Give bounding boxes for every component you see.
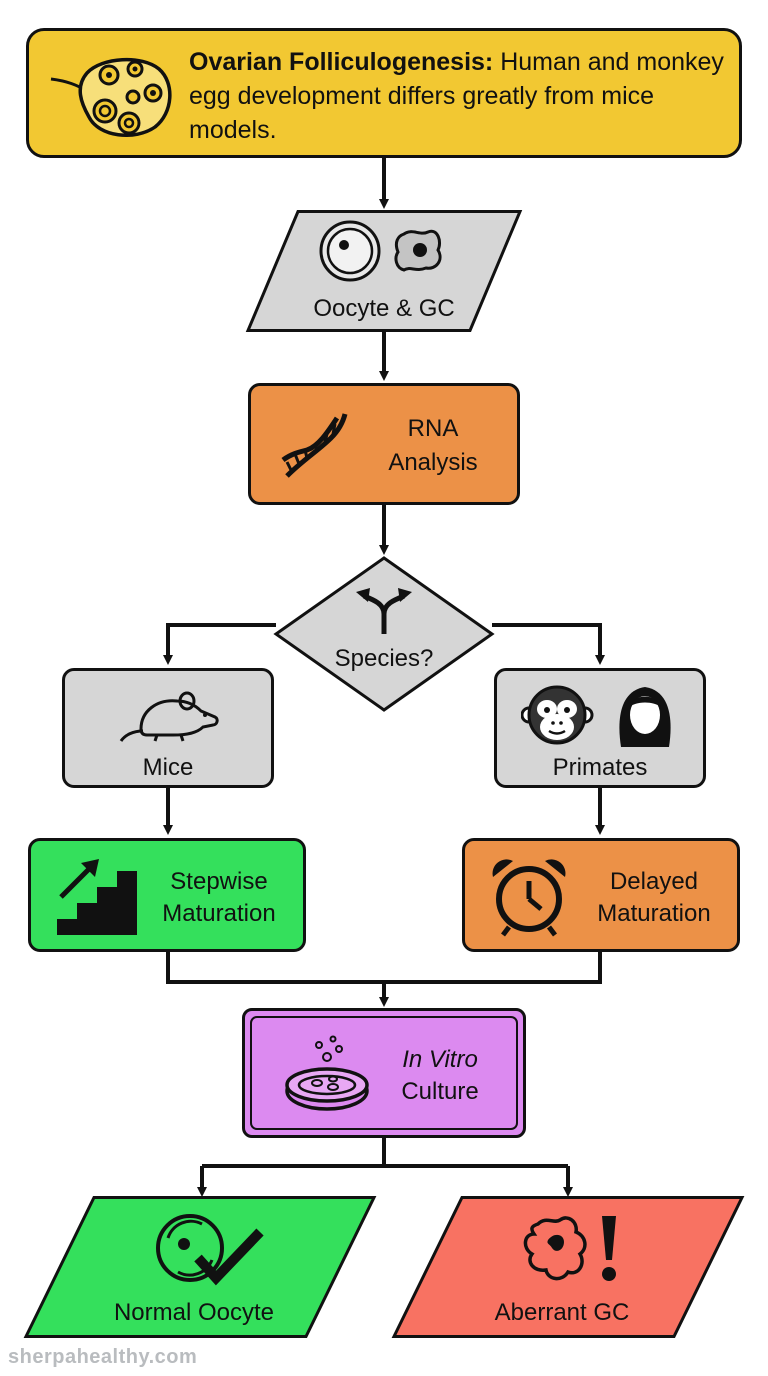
oocyte-check-icon (156, 1214, 264, 1286)
line-stepwise-merge (166, 952, 602, 984)
primates-label: Primates (552, 754, 648, 781)
mice-label: Mice (142, 754, 194, 781)
rna-label-line1: RNA (407, 415, 459, 442)
cell-warning-icon (523, 1216, 616, 1281)
aberrant-gc-label: Aberrant GC (494, 1299, 630, 1326)
stepwise-maturation-node: Stepwise Maturation (28, 838, 306, 952)
follicle-icon (50, 58, 172, 138)
header-description: Human and monkey egg development differs… (189, 48, 724, 144)
species-decision-node: Species? (273, 556, 495, 712)
normal-oocyte-node: Normal Oocyte (23, 1196, 377, 1338)
rna-label-line2: Analysis (388, 449, 478, 476)
oocyte-gc-label: Oocyte & GC (313, 295, 455, 322)
stepwise-label-line2: Maturation (162, 900, 276, 927)
culture-inner-border (250, 1016, 518, 1130)
delayed-label-line2: Maturation (597, 900, 711, 927)
header-box: Ovarian Folliculogenesis: Human and monk… (26, 28, 742, 158)
species-label: Species? (334, 645, 434, 672)
stairs-arrow-icon (57, 859, 137, 935)
monkey-woman-icon (521, 685, 671, 747)
oocyte-gc-shape (245, 210, 523, 332)
arrow-species-to-primates (492, 623, 605, 665)
culture-label-line1: In Vitro (402, 1046, 478, 1073)
delayed-maturation-node: Delayed Maturation (462, 838, 740, 952)
primates-node: Primates (494, 668, 706, 788)
culture-label-line2: Culture (401, 1078, 479, 1105)
arrow-species-to-mice (163, 623, 276, 665)
header-text: Ovarian Folliculogenesis: Human and monk… (189, 45, 729, 147)
oocyte-gc-node: Oocyte & GC (245, 210, 523, 332)
mice-node: Mice (62, 668, 274, 788)
in-vitro-culture-node: In Vitro Culture (242, 1008, 526, 1138)
line-culture-split (202, 1138, 568, 1168)
woman-face (619, 687, 671, 747)
split-arrow-icon (356, 588, 412, 634)
mouse-icon (119, 691, 219, 742)
rna-analysis-node: RNA Analysis (248, 383, 520, 505)
alarm-clock-icon (492, 859, 566, 937)
watermark: sherpahealthy.com (8, 1346, 198, 1368)
stepwise-label-line1: Stepwise (170, 868, 268, 895)
oocyte-cell-icon (319, 220, 442, 282)
header-title: Ovarian Folliculogenesis: (189, 48, 494, 76)
delayed-label-line1: Delayed (609, 868, 699, 895)
aberrant-gc-shape (391, 1196, 745, 1338)
normal-oocyte-label: Normal Oocyte (113, 1299, 275, 1326)
aberrant-gc-node: Aberrant GC (391, 1196, 745, 1338)
dna-helix-icon (281, 413, 348, 478)
monkey-face (521, 685, 594, 745)
petri-dish-icon (285, 1035, 369, 1111)
